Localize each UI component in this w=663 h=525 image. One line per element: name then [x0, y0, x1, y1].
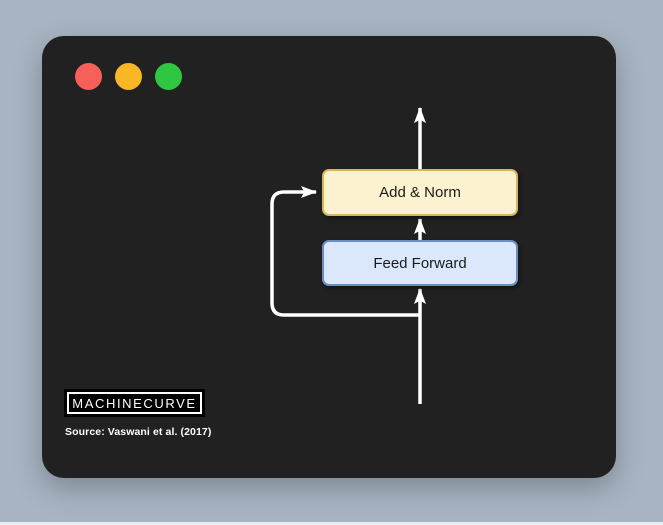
- screen-bottom-strip: [0, 522, 663, 525]
- node-add-norm-label: Add & Norm: [379, 184, 461, 201]
- diagram-node-feed-forward: Feed Forward: [322, 240, 518, 286]
- source-caption: Source: Vaswani et al. (2017): [65, 426, 212, 438]
- zoom-button[interactable]: [155, 63, 182, 90]
- machinecurve-logo-text: MACHINECURVE: [67, 392, 202, 414]
- node-feed-forward-label: Feed Forward: [373, 254, 467, 272]
- diagram-node-add-norm: Add & Norm: [322, 169, 518, 216]
- minimize-button[interactable]: [115, 63, 142, 90]
- window-titlebar: [42, 36, 616, 96]
- machinecurve-logo: MACHINECURVE: [64, 389, 205, 417]
- diagram-arrows: [270, 107, 426, 404]
- close-button[interactable]: [75, 63, 102, 90]
- edge-residual-skip: [270, 186, 420, 317]
- app-window: Add & Norm Feed Forward MACHINECURVE Sou…: [42, 36, 616, 478]
